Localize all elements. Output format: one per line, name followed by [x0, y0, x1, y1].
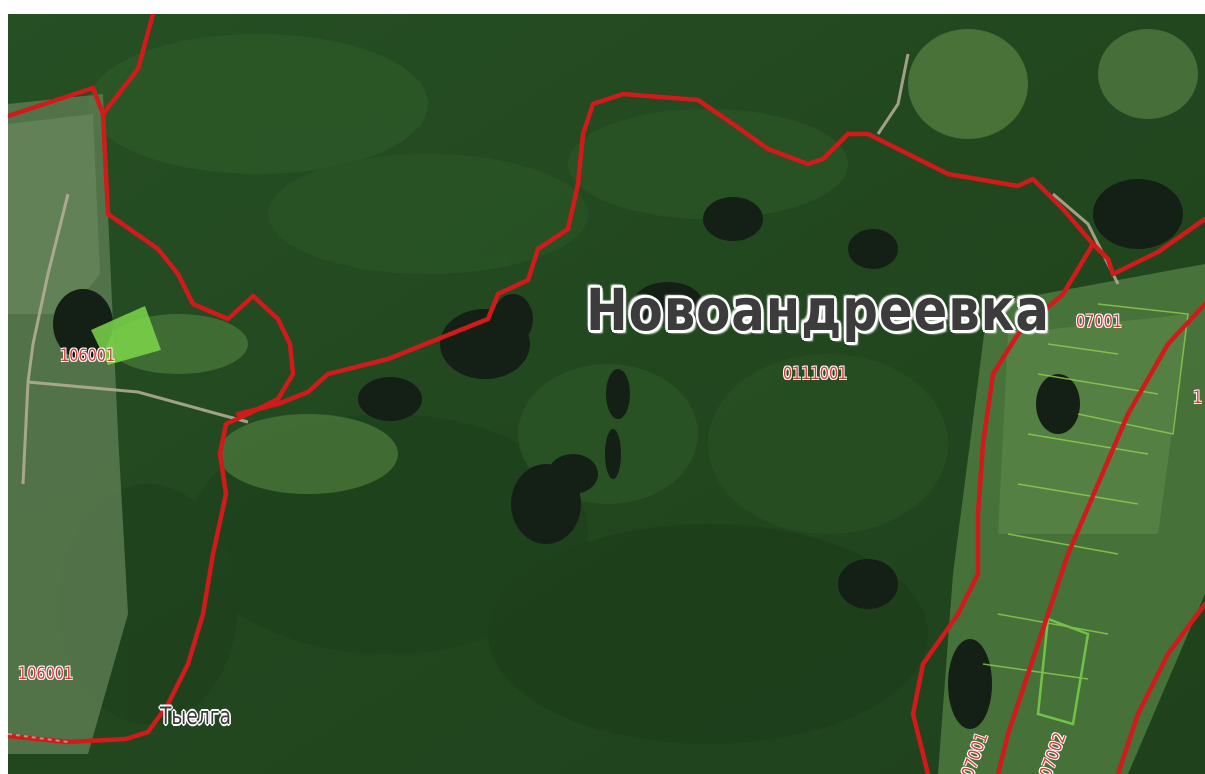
- map-viewport[interactable]: Новоандреевка Тыелга 106001 106001 01110…: [8, 14, 1205, 774]
- cadastral-boundaries: [8, 14, 1205, 774]
- settlement-west: [8, 94, 128, 754]
- highlighted-parcel[interactable]: [91, 306, 161, 365]
- map-canvas: [8, 14, 1205, 774]
- road-segment: [8, 733, 69, 743]
- ponds: [53, 179, 1183, 729]
- settlement-east: [938, 264, 1205, 774]
